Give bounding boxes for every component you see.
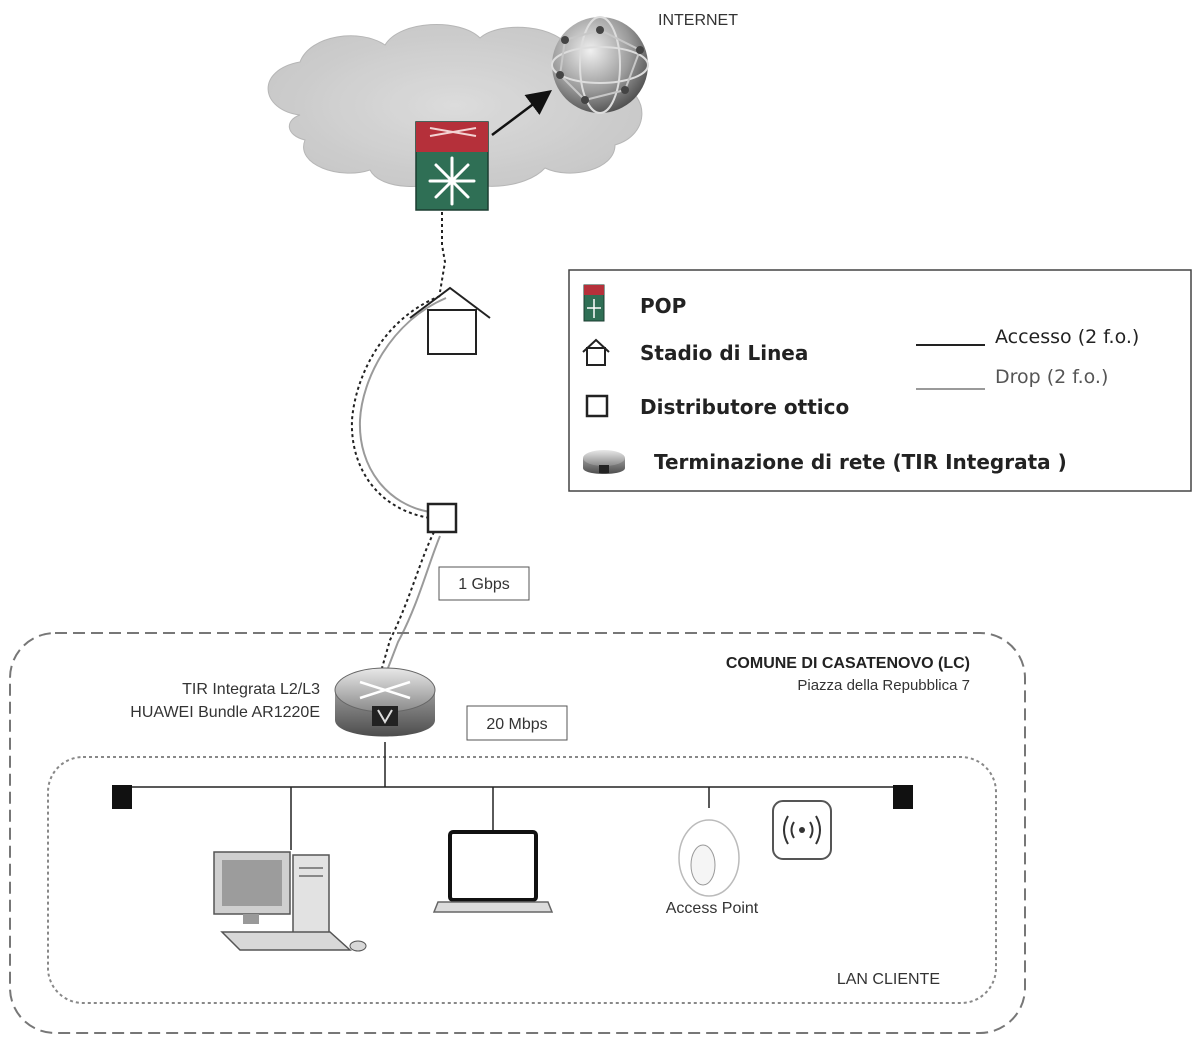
lan-speed-box: 20 Mbps	[466, 705, 568, 741]
access-point-icon	[678, 819, 740, 897]
legend-pop-icon	[583, 284, 605, 322]
router-label-2: HUAWEI Bundle AR1220E	[130, 704, 320, 721]
pop-switch-icon	[415, 121, 489, 211]
bus-terminator-right	[893, 785, 913, 809]
wifi-icon	[772, 800, 832, 860]
bus-terminator-left	[112, 785, 132, 809]
uplink-speed-box: 1 Gbps	[438, 566, 530, 601]
router-label-1: TIR Integrata L2/L3	[182, 681, 320, 698]
legend-distributore-icon	[585, 394, 609, 418]
access-point-label: Access Point	[666, 900, 759, 917]
pop-to-stadio-line	[439, 212, 447, 293]
legend: POP Stadio di Linea Distributore ottico …	[568, 269, 1192, 492]
lan-speed-label: 20 Mbps	[486, 716, 547, 733]
laptop-icon	[432, 830, 554, 913]
legend-access-label: Accesso (2 f.o.)	[995, 326, 1139, 348]
lan-label: LAN CLIENTE	[837, 971, 940, 988]
globe-icon	[551, 16, 649, 114]
pop-internet-arrow	[491, 90, 552, 136]
access-fiber-line	[350, 295, 441, 669]
uplink-speed-label: 1 Gbps	[458, 576, 510, 593]
router-icon	[334, 667, 436, 737]
legend-terminazione-label: Terminazione di rete (TIR Integrata )	[654, 450, 1067, 474]
site-boundary	[9, 632, 1026, 1034]
legend-router-icon	[583, 450, 625, 474]
lan-boundary	[47, 756, 997, 1004]
site-name: COMUNE DI CASATENOVO (LC)	[726, 655, 970, 672]
stadio-house-icon	[409, 286, 491, 355]
drop-fiber-line	[358, 297, 447, 669]
legend-drop-label: Drop (2 f.o.)	[995, 366, 1108, 388]
legend-distributore-label: Distributore ottico	[640, 395, 849, 419]
internet-cloud	[267, 23, 643, 187]
legend-stadio-label: Stadio di Linea	[640, 341, 808, 365]
internet-label: INTERNET	[658, 12, 738, 29]
distributore-box-icon	[426, 502, 458, 534]
legend-stadio-icon	[582, 338, 610, 366]
legend-pop-label: POP	[640, 294, 686, 318]
desktop-computer-icon	[213, 851, 367, 952]
site-address: Piazza della Repubblica 7	[797, 677, 970, 694]
